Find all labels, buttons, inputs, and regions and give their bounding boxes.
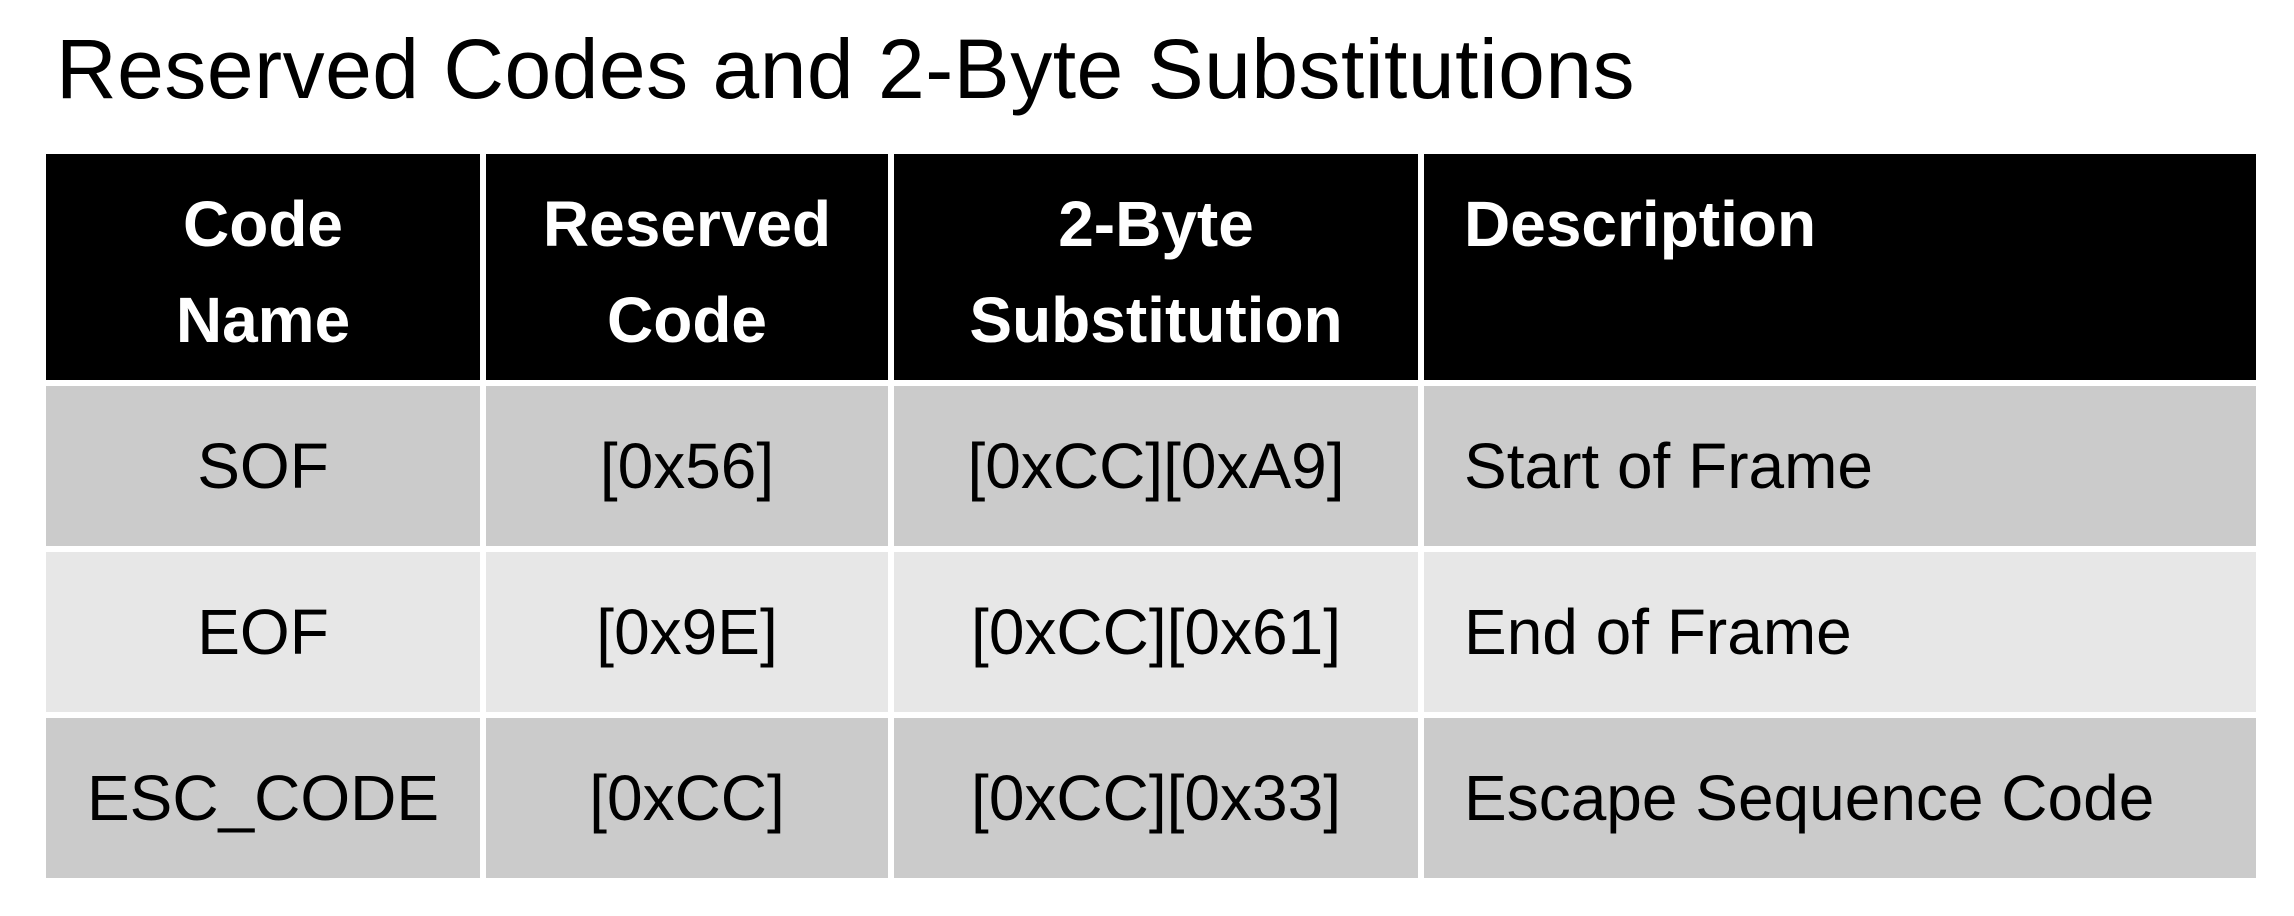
cell-description: Start of Frame xyxy=(1424,386,2256,546)
cell-code-name: ESC_CODE xyxy=(46,718,480,878)
reserved-codes-table: Code Name Reserved Code 2-Byte Substitut… xyxy=(40,148,2262,884)
header-code-name-line-1: Code xyxy=(183,188,343,260)
header-code-name: Code Name xyxy=(46,154,480,380)
cell-reserved-code: [0x9E] xyxy=(486,552,888,712)
header-reserved-code: Reserved Code xyxy=(486,154,888,380)
cell-reserved-code: [0xCC] xyxy=(486,718,888,878)
header-substitution-line-2: Substitution xyxy=(969,284,1343,356)
header-reserved-code-line-2: Code xyxy=(607,284,767,356)
cell-reserved-code: [0x56] xyxy=(486,386,888,546)
header-description-line-1: Description xyxy=(1464,188,1817,260)
cell-code-name: SOF xyxy=(46,386,480,546)
table-row: EOF [0x9E] [0xCC][0x61] End of Frame xyxy=(46,552,2256,712)
cell-description: Escape Sequence Code xyxy=(1424,718,2256,878)
table-row: ESC_CODE [0xCC] [0xCC][0x33] Escape Sequ… xyxy=(46,718,2256,878)
cell-substitution: [0xCC][0x33] xyxy=(894,718,1418,878)
header-substitution-line-1: 2-Byte xyxy=(1058,188,1254,260)
header-substitution: 2-Byte Substitution xyxy=(894,154,1418,380)
table-header-row: Code Name Reserved Code 2-Byte Substitut… xyxy=(46,154,2256,380)
header-code-name-line-2: Name xyxy=(175,284,351,356)
header-description: Description xyxy=(1424,154,2256,380)
cell-code-name: EOF xyxy=(46,552,480,712)
page-title: Reserved Codes and 2-Byte Substitutions xyxy=(56,22,1636,116)
cell-description: End of Frame xyxy=(1424,552,2256,712)
cell-substitution: [0xCC][0x61] xyxy=(894,552,1418,712)
cell-substitution: [0xCC][0xA9] xyxy=(894,386,1418,546)
header-reserved-code-line-1: Reserved xyxy=(542,188,832,260)
table-row: SOF [0x56] [0xCC][0xA9] Start of Frame xyxy=(46,386,2256,546)
